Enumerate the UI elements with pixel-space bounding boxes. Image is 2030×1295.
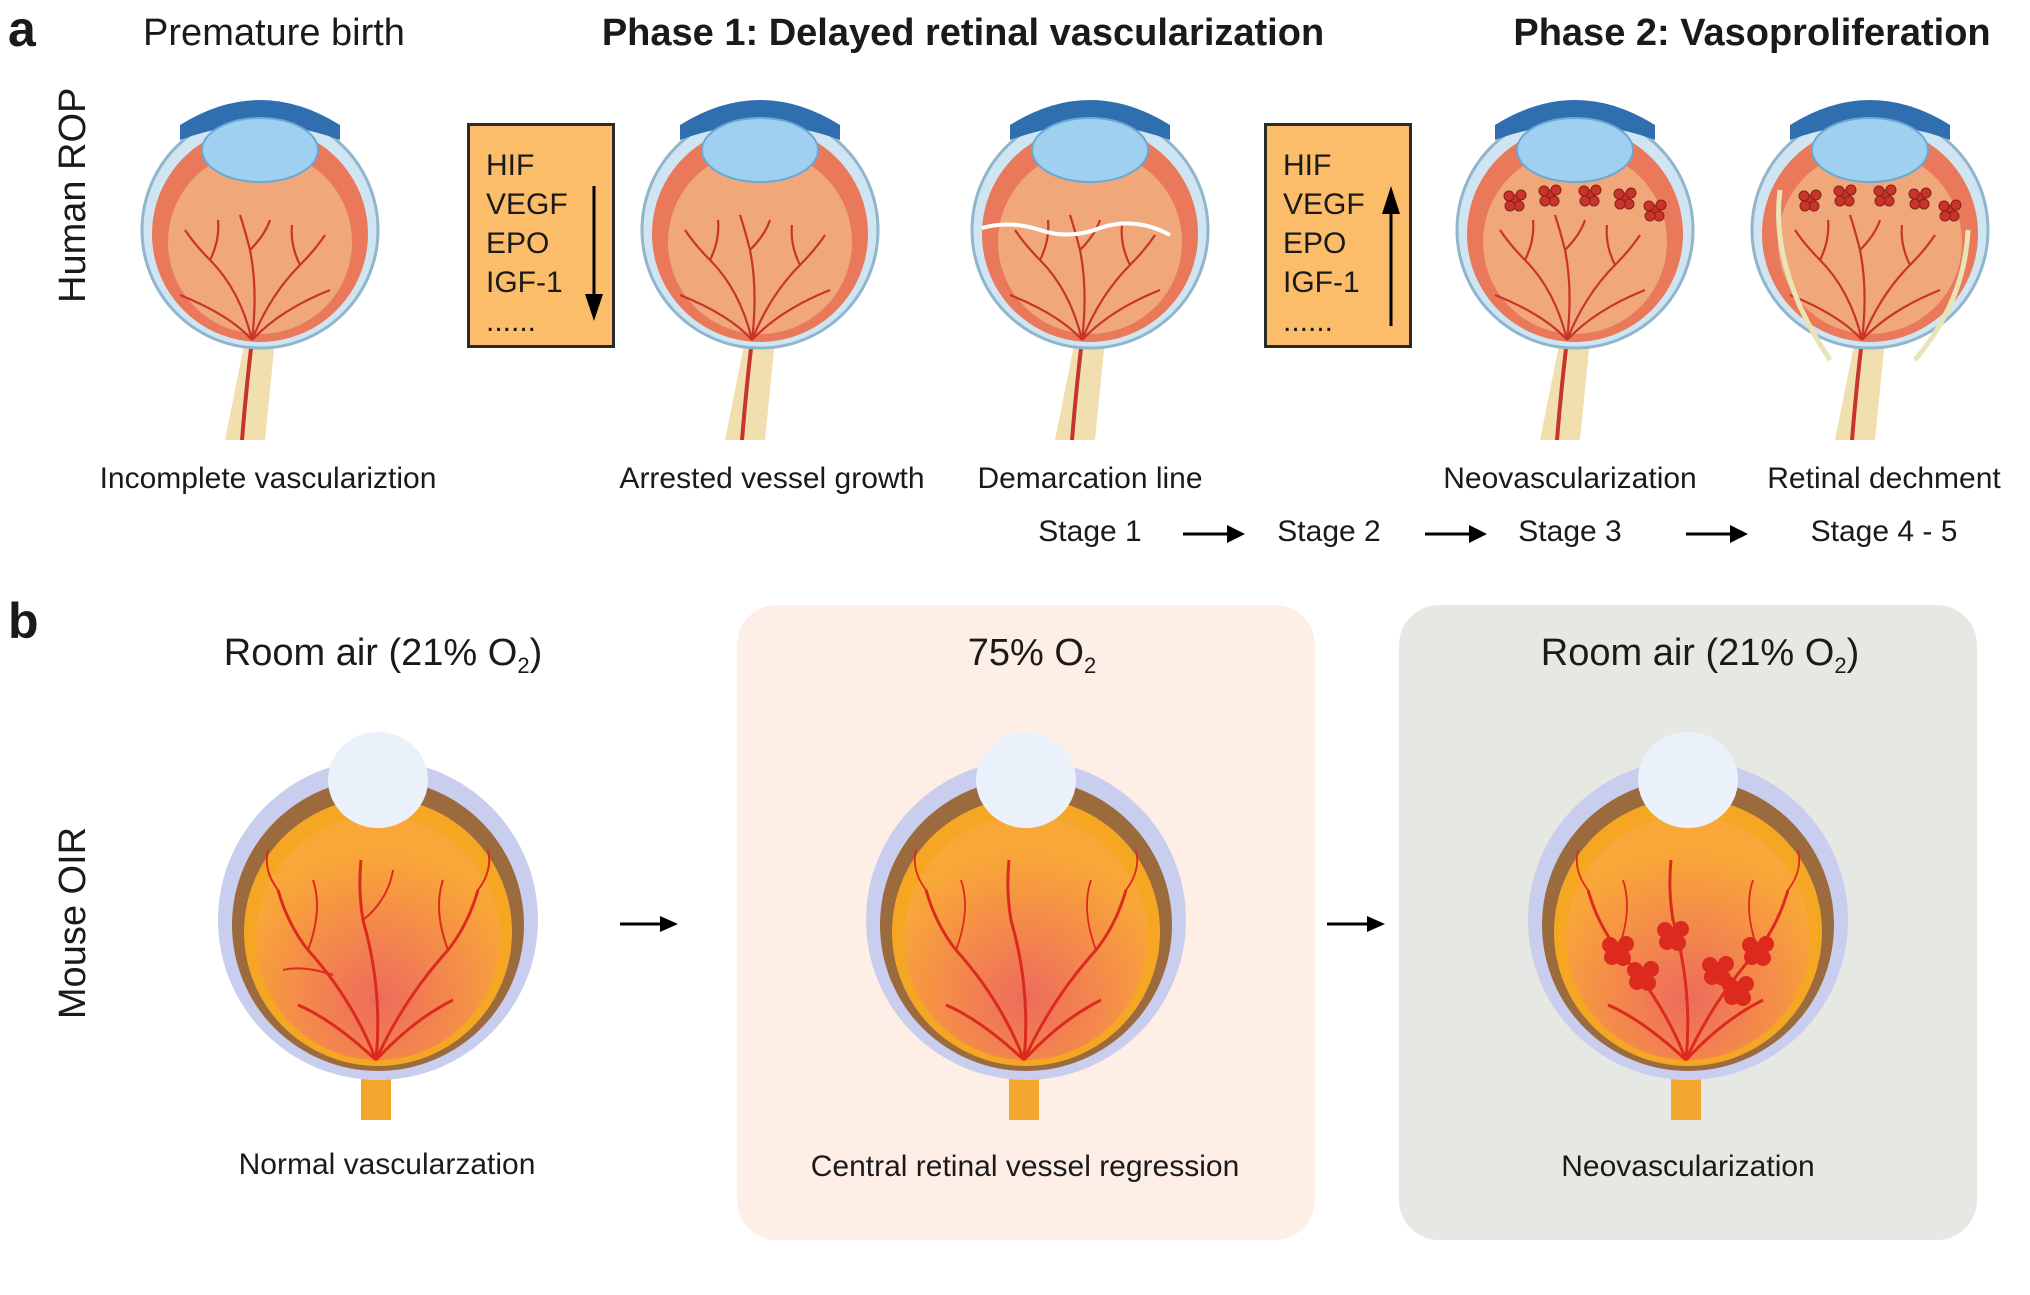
condition-hyperoxia: 75% O2 (967, 632, 1097, 678)
demarcation-line (981, 221, 1171, 237)
factor-item: VEGF (1283, 188, 1365, 221)
neovascular-tufts (1602, 921, 1774, 1006)
factor-box-increase: HIF VEGF EPO IGF-1...... (1264, 123, 1412, 348)
eye-neovascularization-human (1455, 100, 1695, 441)
retinal-vessels (179, 214, 331, 341)
factor-item: EPO (1283, 227, 1347, 260)
factor-item: HIF (1283, 149, 1332, 182)
stage-1: Stage 1 (1038, 515, 1142, 548)
eyeball-cross-section (640, 100, 880, 441)
factor-item: IGF-1 (1283, 266, 1360, 299)
stage-arrow-icon (1425, 525, 1487, 543)
eyeball-cross-section (140, 100, 380, 441)
optic-nerve (725, 340, 775, 440)
eye-demarcation-line (970, 100, 1210, 441)
lens (328, 732, 428, 828)
mouse-eye-regression (866, 732, 1186, 1120)
mouse-eyeball (866, 732, 1186, 1120)
factor-item: VEGF (486, 188, 568, 221)
caption-incomplete-vascularization: Incomplete vasculariztion (99, 462, 437, 495)
caption-normal-vascularization: Normal vascularzation (238, 1148, 536, 1181)
retinal-vessels (1494, 214, 1646, 341)
mouse-eye-normal (218, 732, 538, 1120)
phase2-header: Phase 2: Vasoproliferation (1513, 12, 1991, 54)
lens (1811, 117, 1929, 183)
retinal-vessels (265, 849, 491, 1062)
caption-demarcation-line: Demarcation line (977, 462, 1203, 495)
stage-arrow-icon (1686, 525, 1748, 543)
optic-nerve (1835, 340, 1885, 440)
optic-nerve (1540, 340, 1590, 440)
lens (1638, 732, 1738, 828)
retina (904, 816, 1148, 1060)
lens (701, 117, 819, 183)
mouse-eye-neovascularization (1528, 732, 1848, 1120)
stage-3: Stage 3 (1518, 515, 1622, 548)
caption-neovascularization-human: Neovascularization (1443, 462, 1697, 495)
mouse-eyeball (218, 732, 538, 1120)
transition-arrow-icon (620, 916, 678, 932)
eye-arrested-vessel-growth (640, 100, 880, 441)
factor-item: HIF (486, 149, 535, 182)
neovascular-tufts (1798, 184, 1962, 222)
caption-neovascularization-mouse: Neovascularization (1561, 1150, 1815, 1183)
arrow-down-icon (585, 186, 603, 321)
optic-nerve (225, 340, 275, 440)
condition-room-air-2: Room air (21% O2) (1540, 632, 1860, 678)
stage-2: Stage 2 (1277, 515, 1381, 548)
arrow-up-icon (1382, 186, 1400, 326)
retinal-vessels (1009, 214, 1161, 341)
caption-arrested-vessel-growth: Arrested vessel growth (619, 462, 925, 495)
eye-incomplete-vascularization (140, 100, 380, 441)
panel-b-label: b (8, 593, 39, 649)
phase1-header: Phase 1: Delayed retinal vascularization (601, 12, 1325, 54)
retinal-vessels (1789, 214, 1941, 341)
caption-vessel-regression: Central retinal vessel regression (810, 1150, 1240, 1183)
human-rop-row-label: Human ROP (52, 87, 94, 303)
retinal-vessels (679, 214, 831, 341)
mouse-eyeball (1528, 732, 1848, 1120)
factor-item: IGF-1 (486, 266, 563, 299)
mouse-oir-row-label: Mouse OIR (52, 826, 94, 1020)
eyeball-cross-section (1455, 100, 1695, 441)
neovascular-tufts (1503, 184, 1667, 222)
lens (201, 117, 319, 183)
stage-4-5: Stage 4 - 5 (1810, 515, 1958, 548)
lens (1031, 117, 1149, 183)
eye-retinal-detachment (1750, 100, 1990, 441)
detached-retina (1776, 189, 1833, 362)
factor-item: ...... (486, 305, 537, 338)
premature-birth-header: Premature birth (143, 12, 405, 54)
eyeball-cross-section (970, 100, 1210, 441)
factor-item: EPO (486, 227, 550, 260)
lens (976, 732, 1076, 828)
factor-item: ...... (1283, 305, 1334, 338)
retinal-vessels (913, 849, 1139, 1062)
optic-nerve (1055, 340, 1105, 440)
retina (256, 816, 500, 1060)
stage-arrow-icon (1183, 525, 1245, 543)
factor-box-decrease: HIF VEGF EPO IGF-1...... (467, 123, 615, 348)
panel-a-label: a (8, 1, 36, 57)
caption-retinal-detachment: Retinal dechment (1767, 462, 2001, 495)
transition-arrow-icon (1327, 916, 1385, 932)
condition-room-air-1: Room air (21% O2) (223, 632, 543, 678)
lens (1516, 117, 1634, 183)
